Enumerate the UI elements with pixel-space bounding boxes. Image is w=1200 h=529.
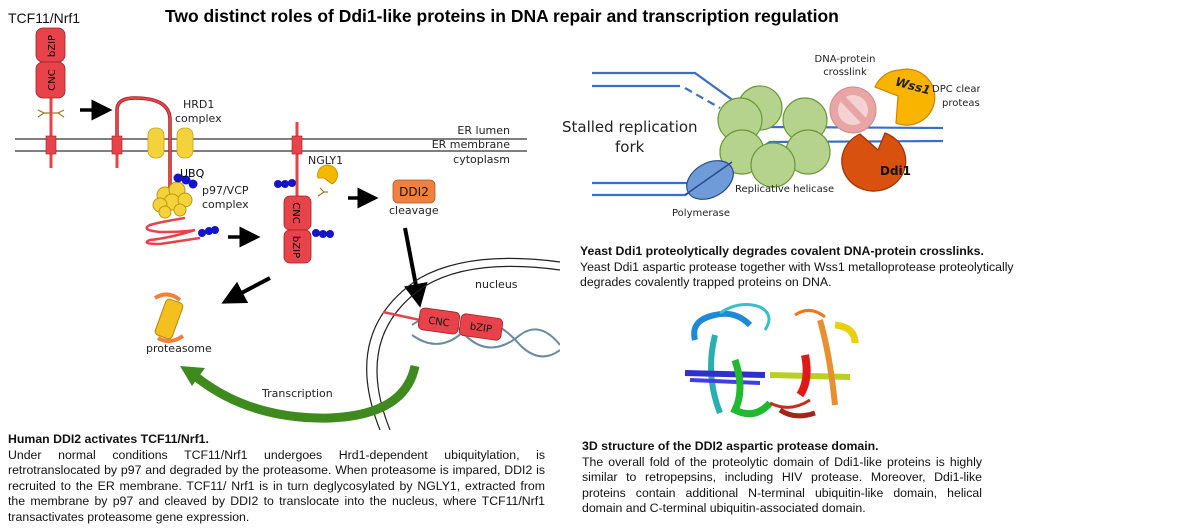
yeast-caption-heading: Yeast Ddi1 proteolytically degrades cova… xyxy=(580,244,984,258)
human-caption-body: Under normal conditions TCF11/Nrf1 under… xyxy=(8,447,545,524)
wss1-protease xyxy=(874,68,936,126)
human-pathway-diagram: bZIP CNC HRD1 complex UBQ p97/VCP comple… xyxy=(15,27,560,430)
svg-text:NGLY1: NGLY1 xyxy=(308,154,343,167)
er-membrane-label: ER membrane xyxy=(432,138,511,151)
cytoplasm-label: cytoplasm xyxy=(453,153,510,166)
tcf11-in-nucleus: CNC bZIP xyxy=(382,307,504,341)
arrow-icon xyxy=(403,227,428,308)
glycan-icon xyxy=(37,109,50,118)
transcription-arrow: Transcription xyxy=(180,364,420,423)
svg-text:bZIP: bZIP xyxy=(469,321,493,335)
dna-protein-crosslink-label: DNA-protein xyxy=(815,54,876,65)
helicase-label: Replicative helicase xyxy=(735,184,834,195)
svg-text:bZIP: bZIP xyxy=(290,236,301,258)
structure-caption: 3D structure of the DDI2 aspartic protea… xyxy=(582,439,982,517)
svg-text:Transcription: Transcription xyxy=(261,387,333,400)
cnc-domain xyxy=(35,61,66,99)
yeast-caption: Yeast Ddi1 proteolytically degrades cova… xyxy=(580,244,1050,291)
stalled-fork-label: Stalled replication xyxy=(562,118,698,136)
dna-protein-crosslink-icon xyxy=(829,86,877,134)
human-caption: Human DDI2 activates TCF11/Nrf1. Under n… xyxy=(8,432,545,525)
ddi2-protein-structure xyxy=(684,303,859,419)
tcf11-protein-initial: bZIP CNC xyxy=(35,27,66,168)
p97-complex: UBQ p97/VCP complex xyxy=(145,167,249,246)
svg-text:CNC: CNC xyxy=(290,202,301,223)
structure-caption-body: The overall fold of the proteolytic doma… xyxy=(582,454,982,516)
yeast-caption-body: Yeast Ddi1 aspartic protease together wi… xyxy=(580,259,1014,290)
ddi1-protease xyxy=(841,132,907,192)
figure-title: Two distinct roles of Ddi1-like proteins… xyxy=(165,6,839,26)
tcf11-deglycosylation: CNC bZIP NGLY1 xyxy=(274,122,343,264)
nucleus-envelope: nucleus xyxy=(366,257,560,430)
yeast-dpc-diagram: Wss1 Ddi1 Stalled replication fork DNA-p… xyxy=(562,54,980,219)
arrow-icon xyxy=(221,276,271,304)
svg-text:fork: fork xyxy=(615,138,645,156)
tcf11-retrotranslocation: HRD1 complex xyxy=(111,96,222,190)
svg-text:complex: complex xyxy=(202,198,249,211)
svg-text:DDI2: DDI2 xyxy=(399,185,429,199)
replicative-helicase xyxy=(717,85,831,188)
svg-text:complex: complex xyxy=(175,112,222,125)
human-caption-heading: Human DDI2 activates TCF11/Nrf1. xyxy=(8,432,209,446)
tcf11-label: TCF11/Nrf1 xyxy=(8,10,81,26)
dpc-clearing-proteases-label: DPC clearing xyxy=(932,84,980,95)
svg-text:Ddi1: Ddi1 xyxy=(880,164,911,178)
glycan-icon xyxy=(317,187,328,197)
er-lumen-label: ER lumen xyxy=(457,124,510,137)
ngly1-enzyme xyxy=(317,164,338,185)
svg-text:p97/VCP: p97/VCP xyxy=(202,184,249,197)
proteasome-icon: proteasome xyxy=(146,292,212,355)
bzip-label: bZIP xyxy=(47,35,58,57)
svg-text:cleavage: cleavage xyxy=(389,204,439,217)
cnc-label: CNC xyxy=(47,69,58,90)
er-membrane xyxy=(15,138,527,152)
svg-text:nucleus: nucleus xyxy=(475,278,518,291)
structure-caption-heading: 3D structure of the DDI2 aspartic protea… xyxy=(582,439,879,453)
hrd1-subunit xyxy=(176,127,194,159)
svg-text:UBQ: UBQ xyxy=(180,167,205,180)
hrd1-subunit xyxy=(147,127,165,159)
svg-text:proteasome: proteasome xyxy=(146,342,212,355)
svg-text:HRD1: HRD1 xyxy=(183,98,214,111)
bzip-domain xyxy=(283,229,312,264)
ddi2-enzyme: DDI2 cleavage xyxy=(389,179,439,217)
svg-text:proteases: proteases xyxy=(942,98,980,109)
polymerase-label: Polymerase xyxy=(672,208,730,219)
svg-text:CNC: CNC xyxy=(427,316,450,330)
svg-text:crosslink: crosslink xyxy=(823,67,867,78)
